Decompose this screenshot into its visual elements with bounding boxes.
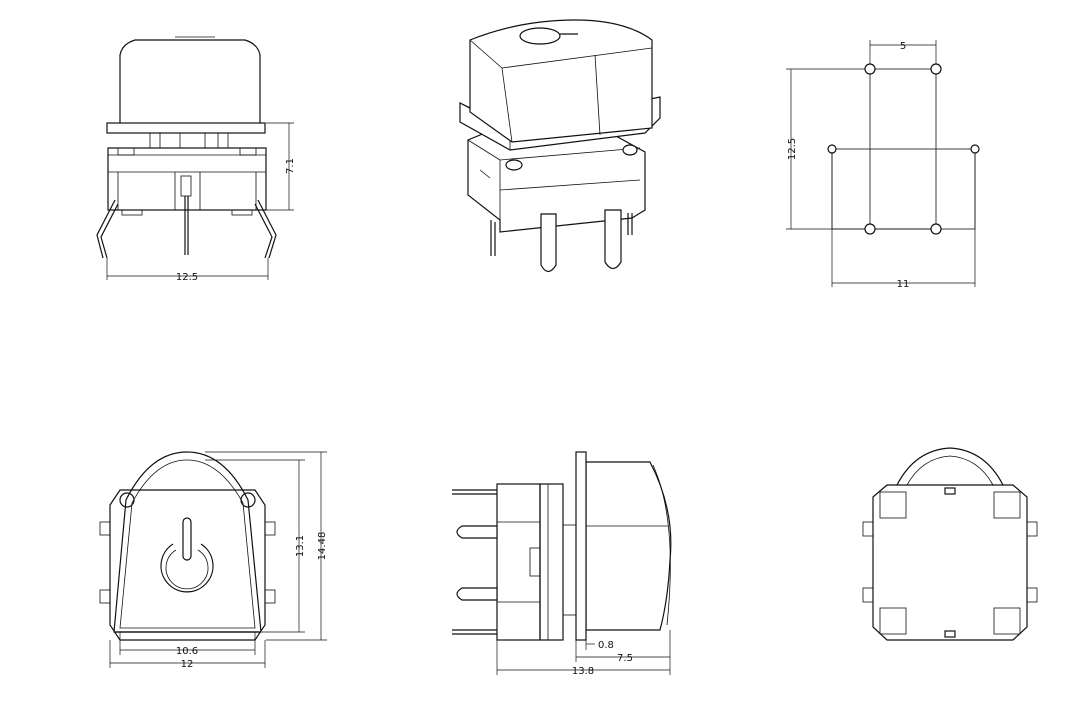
pcb-hole bbox=[970, 144, 980, 154]
dim-outer-width: 11 bbox=[897, 279, 910, 290]
pcb-hole bbox=[827, 144, 837, 154]
top-view: 13.1 14.48 10.6 12 bbox=[99, 451, 328, 670]
dim-front-height: 7.1 bbox=[285, 158, 296, 174]
dim-row-pitch: 12.5 bbox=[787, 138, 798, 160]
dim-hole-spacing: 5 bbox=[900, 41, 906, 52]
isometric-view bbox=[459, 19, 661, 273]
pcb-hole bbox=[930, 223, 942, 235]
pcb-hole bbox=[930, 63, 942, 75]
pcb-footprint-view: 5 12.5 11 bbox=[786, 40, 980, 290]
pcb-hole bbox=[864, 63, 876, 75]
dim-cap-outer-width: 12 bbox=[181, 659, 194, 670]
dim-overall-height: 14.48 bbox=[317, 532, 328, 561]
dim-front-width: 12.5 bbox=[176, 272, 198, 283]
dim-cap-depth: 7.5 bbox=[617, 653, 633, 664]
dim-overall-depth: 13.8 bbox=[572, 666, 594, 677]
dim-cap-inner-width: 10.6 bbox=[176, 646, 198, 657]
dim-flange-thickness: 0.8 bbox=[598, 640, 614, 651]
front-view: 7.1 12.5 bbox=[96, 36, 296, 283]
dim-cap-height: 13.1 bbox=[295, 535, 306, 557]
pcb-hole bbox=[864, 223, 876, 235]
side-view: 0.8 7.5 13.8 bbox=[452, 451, 672, 677]
bottom-view bbox=[862, 447, 1038, 641]
